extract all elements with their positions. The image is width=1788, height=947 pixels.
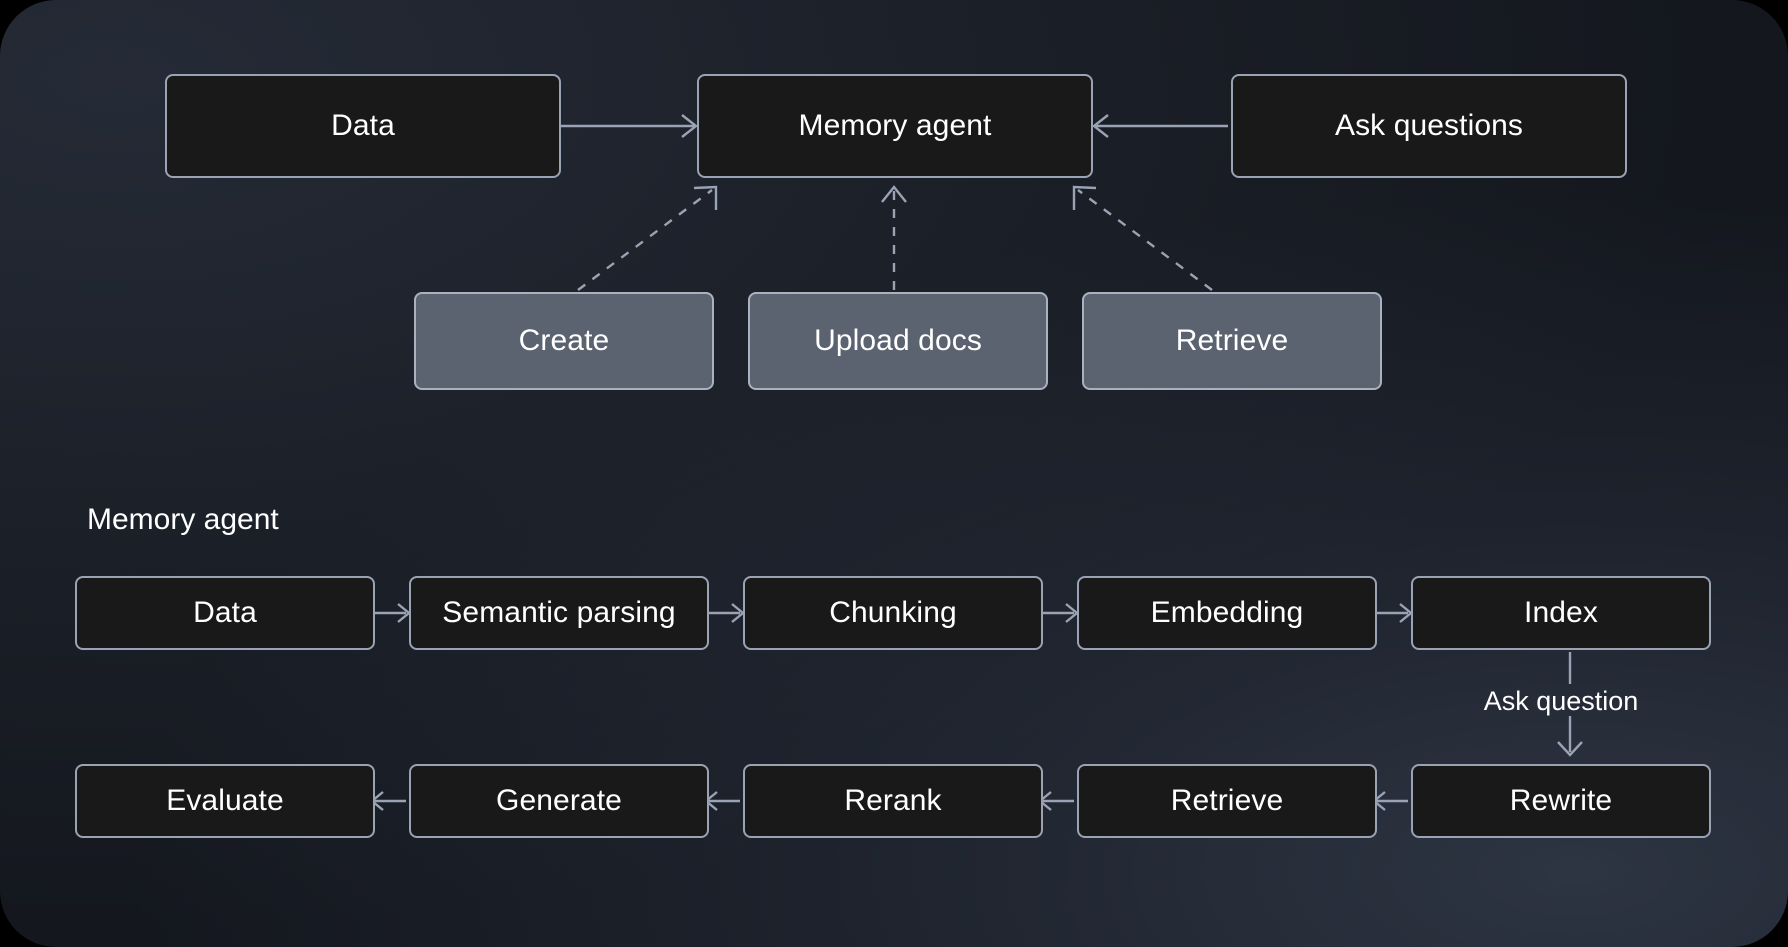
node-pipeline-index[interactable]: Index [1411, 576, 1711, 650]
arrowhead-create-to-memory-agent [693, 185, 718, 210]
arrowhead-embedding-to-index [1399, 603, 1413, 623]
node-pipeline-chunking[interactable]: Chunking [743, 576, 1043, 650]
edge-retrieve-to-memory-agent [1077, 189, 1213, 291]
arrowhead-upload-docs-to-memory-agent [881, 185, 907, 203]
node-pipeline-rewrite[interactable]: Rewrite [1411, 764, 1711, 838]
edge-label-ask-question: Ask question [1483, 686, 1639, 716]
node-pipeline-data[interactable]: Data [75, 576, 375, 650]
node-ask-questions[interactable]: Ask questions [1231, 74, 1627, 178]
arrowhead-data-to-memory-agent [681, 114, 698, 138]
node-pipeline-embedding[interactable]: Embedding [1077, 576, 1377, 650]
node-pipeline-generate[interactable]: Generate [409, 764, 709, 838]
node-retrieve-overview[interactable]: Retrieve [1082, 292, 1382, 390]
detail-section-title: Memory agent [87, 503, 279, 536]
arrowhead-ask-questions-to-memory-agent [1092, 114, 1109, 138]
arrowhead-chunking-to-embedding [1065, 603, 1079, 623]
node-pipeline-retrieve[interactable]: Retrieve [1077, 764, 1377, 838]
node-create[interactable]: Create [414, 292, 714, 390]
arrowhead-ask-question-to-rewrite [1557, 741, 1583, 757]
node-upload-docs[interactable]: Upload docs [748, 292, 1048, 390]
arrowhead-retrieve-to-memory-agent [1072, 185, 1097, 210]
node-data-overview[interactable]: Data [165, 74, 561, 178]
arrowhead-data-to-semantic-parsing [397, 603, 411, 623]
node-memory-agent[interactable]: Memory agent [697, 74, 1093, 178]
edge-create-to-memory-agent [577, 189, 713, 291]
node-pipeline-rerank[interactable]: Rerank [743, 764, 1043, 838]
node-pipeline-semantic-parsing[interactable]: Semantic parsing [409, 576, 709, 650]
arrowhead-semantic-parsing-to-chunking [731, 603, 745, 623]
node-pipeline-evaluate[interactable]: Evaluate [75, 764, 375, 838]
